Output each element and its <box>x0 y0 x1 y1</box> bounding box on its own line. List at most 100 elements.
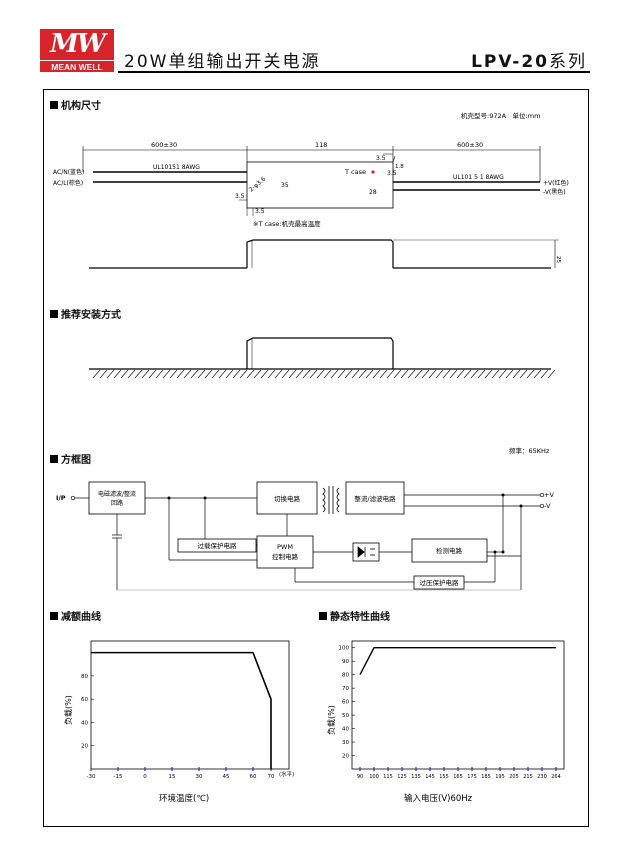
static-xtick-label: 230 <box>537 774 547 780</box>
static-xtick-label: 215 <box>523 774 533 780</box>
static-ytick-label: 70 <box>342 686 349 692</box>
hatch-mark <box>351 369 360 379</box>
mounting-drawing <box>89 337 556 379</box>
tcase-note: ※T case:机壳最高温度 <box>253 219 321 228</box>
static-xtick-label: 185 <box>481 774 491 780</box>
tcase-point-icon <box>371 170 375 174</box>
static-ytick-label: 50 <box>342 713 349 719</box>
cable-right: UL101 5 1 8AWG <box>453 174 504 181</box>
static-ytick-label: 90 <box>342 659 349 665</box>
hatch-mark <box>302 369 311 379</box>
datasheet-frame <box>43 89 589 827</box>
static-xtick-label: 145 <box>425 774 435 780</box>
hatch-mark <box>218 369 227 379</box>
hatch-mark <box>365 369 374 379</box>
hatch-mark <box>99 369 108 379</box>
derating-xtick-label: 0 <box>143 774 147 780</box>
hatch-mark <box>379 369 388 379</box>
hatch-mark <box>155 369 164 379</box>
hatch-mark <box>253 369 262 379</box>
hatch-mark <box>225 369 234 379</box>
hatch-mark <box>190 369 199 379</box>
static-ytick-label: 30 <box>342 740 349 746</box>
pwm-label-1: PWM <box>277 543 293 551</box>
cable-left: UL10151 8AWG <box>153 164 200 171</box>
section-derating: 减额曲线 <box>50 608 101 623</box>
hatch-mark <box>477 369 486 379</box>
derating-xlabel: 环境温度(℃) <box>159 793 209 804</box>
header-rule <box>118 71 590 73</box>
hatch-mark <box>540 369 549 379</box>
transformer-icon <box>322 486 340 514</box>
section-bullet-icon <box>50 611 58 620</box>
section-static: 静态特性曲线 <box>319 608 390 623</box>
hatch-mark <box>330 369 339 379</box>
static-ytick-label: 60 <box>342 700 349 706</box>
derating-xtick-label: 15 <box>169 774 176 780</box>
dim-1-8: 1.8 <box>395 164 404 170</box>
static-xtick-label: 115 <box>383 774 393 780</box>
derating-ylabel: 负载(%) <box>63 695 73 725</box>
static-xtick-label: 135 <box>411 774 421 780</box>
hatch-mark <box>281 369 290 379</box>
static-xtick-label: 165 <box>453 774 463 780</box>
derating-xtick-label: 30 <box>196 774 203 780</box>
dim-left: 600±30 <box>151 141 177 149</box>
hatch-mark <box>288 369 297 379</box>
optocoupler-block <box>352 542 380 562</box>
emi-block <box>88 481 146 515</box>
hatch-mark <box>449 369 458 379</box>
derating-xtick-label: 70 <box>268 774 275 780</box>
hatch-mark <box>113 369 122 379</box>
hatch-mark <box>498 369 507 379</box>
derating-plot-area <box>90 640 290 770</box>
derating-xtick-label: 60 <box>250 774 257 780</box>
dim-3-5a: 3.5 <box>376 155 386 162</box>
hatch-mark <box>246 369 255 379</box>
hatch-mark <box>127 369 136 379</box>
hatch-mark <box>169 369 178 379</box>
hatch-mark <box>134 369 143 379</box>
hatch-mark <box>470 369 479 379</box>
hatch-mark <box>533 369 542 379</box>
derating-xtick-label: 45 <box>223 774 230 780</box>
hatch-mark <box>106 369 115 379</box>
derating-ytick-label: 60 <box>81 697 88 703</box>
hatch-mark <box>456 369 465 379</box>
hatch-mark <box>400 369 409 379</box>
static-xtick-label: 100 <box>369 774 379 780</box>
hatch-mark <box>162 369 171 379</box>
static-xtick-label: 195 <box>495 774 505 780</box>
hatch-mark <box>183 369 192 379</box>
static-xtick-label: 125 <box>397 774 407 780</box>
static-xtick-label: 264 <box>551 774 561 780</box>
olp-block <box>177 538 257 553</box>
static-ytick-label: 20 <box>342 754 349 760</box>
out-minus-label: -V <box>544 502 551 510</box>
static-xtick-label: 155 <box>439 774 449 780</box>
hatch-mark <box>141 369 150 379</box>
block-diagram: 频率：65KHz I/P 电磁滤波/整流 回路 切换电路 整流/滤波电路 过载保… <box>56 446 554 591</box>
static-ytick-label: 100 <box>339 646 350 652</box>
hatch-mark <box>526 369 535 379</box>
static-xtick-label: 175 <box>467 774 477 780</box>
hatch-mark <box>463 369 472 379</box>
dim-mid: 118 <box>315 141 327 149</box>
page-title: 20W单组输出开关电源 <box>124 52 321 72</box>
hatch-mark <box>519 369 528 379</box>
derating-ytick-label: 20 <box>81 744 88 750</box>
dim-height: 25 <box>555 256 561 263</box>
case-info: 机壳型号:972A 单位:mm <box>461 111 540 120</box>
hatch-mark <box>407 369 416 379</box>
model-title: LPV-20系列 <box>471 47 587 72</box>
derating-x-unit: (水平) <box>279 770 294 778</box>
logo-mark: MW <box>40 29 114 60</box>
section-bullet-icon <box>50 100 58 109</box>
hatch-mark <box>512 369 521 379</box>
hatch-mark <box>337 369 346 379</box>
derating-xtick-label: -15 <box>114 774 123 780</box>
section-bullet-icon <box>50 309 58 318</box>
emi-label-1: 电磁滤波/整流 <box>98 490 136 498</box>
ground-hatch <box>92 369 556 379</box>
